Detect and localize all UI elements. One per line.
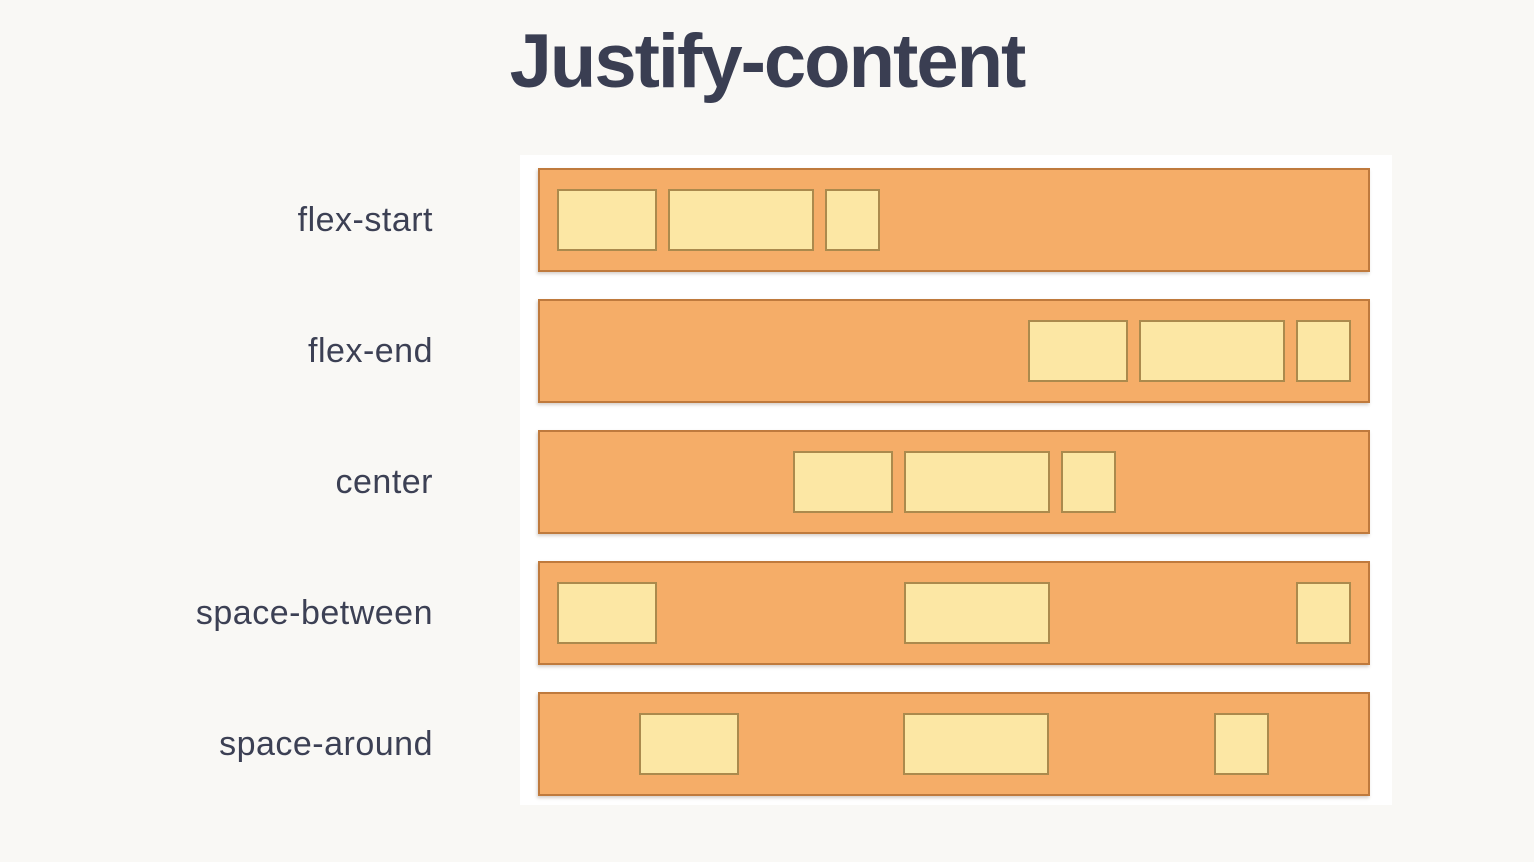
row-label-center: center <box>335 462 433 501</box>
justify-row-center: center <box>0 430 1534 534</box>
flex-item <box>1296 320 1351 382</box>
flex-item <box>825 189 880 251</box>
flex-container-space-around <box>538 692 1370 796</box>
row-label-space-around: space-around <box>219 724 433 763</box>
flex-item <box>903 582 1050 644</box>
flex-container-center <box>538 430 1370 534</box>
flex-item <box>1139 320 1285 382</box>
justify-row-flex-end: flex-end <box>0 299 1534 403</box>
flex-item <box>903 451 1050 513</box>
flex-item <box>557 189 657 251</box>
flex-item <box>557 582 657 644</box>
justify-row-space-around: space-around <box>0 692 1534 796</box>
row-label-flex-end: flex-end <box>308 331 433 370</box>
justify-content-diagram: flex-start flex-end center <box>0 168 1534 823</box>
flex-container-flex-end <box>538 299 1370 403</box>
flex-item <box>1296 582 1351 644</box>
row-label-flex-start: flex-start <box>297 200 433 239</box>
flex-container-flex-start <box>538 168 1370 272</box>
flex-item <box>1060 451 1116 513</box>
flex-container-space-between <box>538 561 1370 665</box>
justify-row-flex-start: flex-start <box>0 168 1534 272</box>
row-label-space-between: space-between <box>195 593 433 632</box>
flex-item <box>1028 320 1128 382</box>
page-title: Justify-content <box>509 19 1027 104</box>
justify-row-space-between: space-between <box>0 561 1534 665</box>
flex-item <box>1213 713 1269 775</box>
flex-item <box>792 451 893 513</box>
flex-item <box>903 713 1050 775</box>
flex-item <box>668 189 814 251</box>
flex-item <box>639 713 740 775</box>
